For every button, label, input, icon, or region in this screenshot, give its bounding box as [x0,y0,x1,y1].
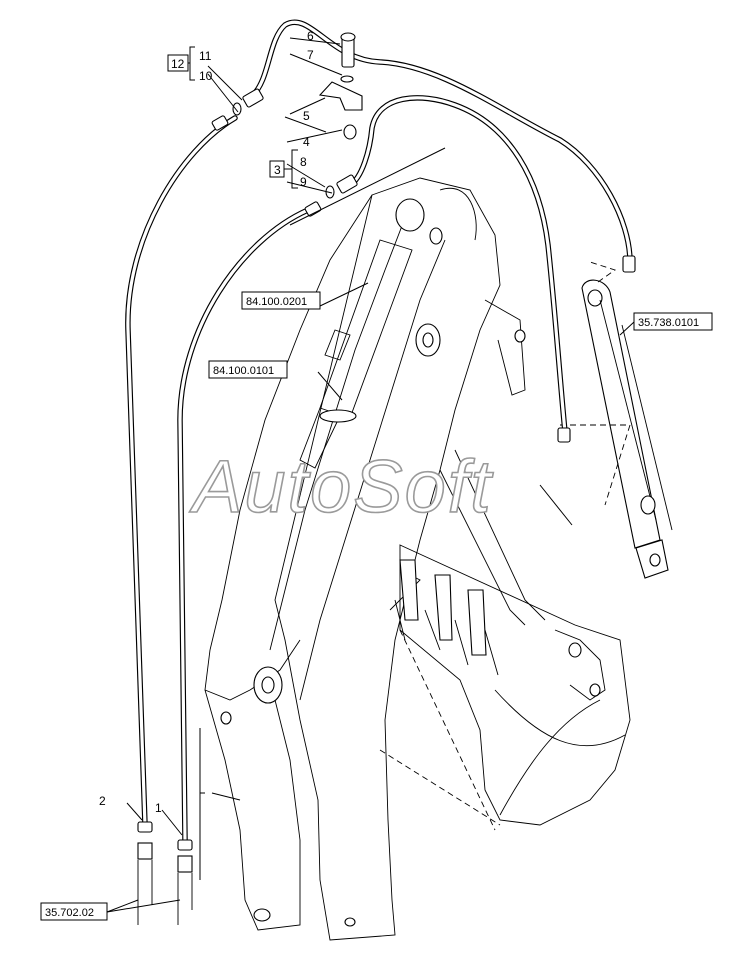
leader-lines [106,37,635,913]
callout-1: 1 [155,801,162,815]
bracket-3 [284,149,298,189]
callout-12: 12 [171,57,185,71]
bucket-cylinder [560,261,673,579]
callout-12-box [167,54,189,72]
callout-7: 7 [307,48,314,62]
callout-4: 4 [303,135,310,149]
watermark-text: AutoSoft [189,445,494,528]
bucket [379,544,631,831]
callout-10: 10 [199,69,213,83]
ref-35-702-02: 35.702.02 [45,907,94,919]
callout-2: 2 [99,794,106,808]
ref-84-100-0101: 84.100.0101 [213,365,274,377]
callout-3-box [269,160,285,178]
boom-arm [204,177,501,941]
callout-11: 11 [199,49,212,63]
ref-84-100-0201: 84.100.0201 [246,296,307,308]
callout-3: 3 [274,163,281,177]
ref-box-84-100-0201 [241,291,321,310]
callout-8: 8 [300,155,307,169]
hose-left [125,19,633,828]
boom-cylinder [299,239,413,469]
hose-fittings [137,88,636,925]
ref-box-35-702-02 [40,902,108,921]
clamp-assembly [318,32,363,140]
ref-35-738-0101: 35.738.0101 [638,317,699,329]
callout-9: 9 [300,175,307,189]
hose-right [177,95,568,843]
callout-6: 6 [307,29,314,43]
ref-box-84-100-0101 [208,360,288,379]
ref-box-35-738-0101 [633,312,713,331]
callout-5: 5 [303,109,310,123]
